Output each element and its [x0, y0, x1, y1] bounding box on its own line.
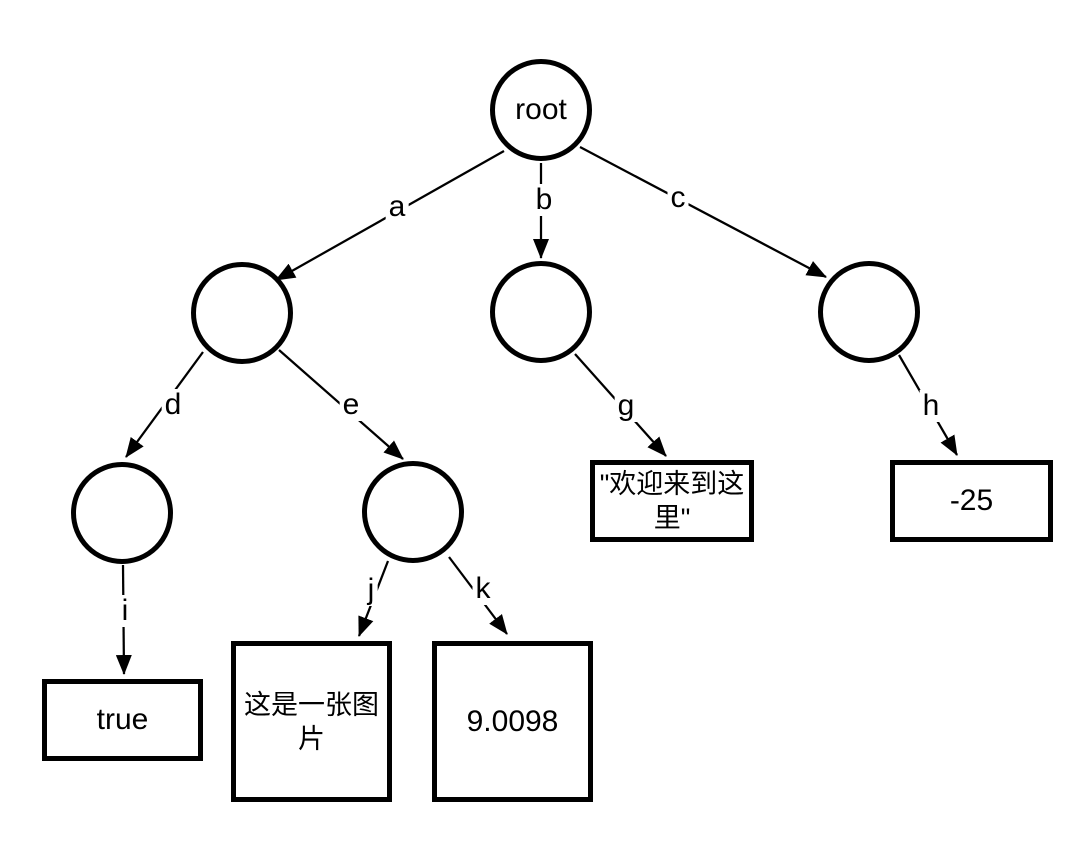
edge-label-k: k	[472, 573, 494, 605]
edge-label-d: d	[161, 389, 185, 421]
edge-label-e: e	[339, 389, 363, 421]
leaf-box-boolean: true	[42, 679, 203, 761]
internal-node-a	[191, 262, 293, 364]
leaf-box-image-text: 这是一张图片	[231, 641, 392, 802]
leaf-box-greeting: "欢迎来到这里"	[590, 460, 754, 542]
edge-label-b: b	[532, 184, 556, 216]
internal-node-b	[490, 261, 592, 363]
root-node: root	[490, 59, 592, 161]
leaf-value-greeting: "欢迎来到这里"	[599, 469, 745, 533]
edge-label-j: j	[364, 574, 378, 606]
edge-label-a: a	[385, 191, 409, 223]
internal-node-e	[362, 461, 464, 563]
leaf-box-negative-number: -25	[890, 460, 1053, 542]
root-node-label: root	[515, 93, 567, 126]
internal-node-c	[818, 261, 920, 363]
leaf-value-negative-number: -25	[949, 484, 994, 517]
leaf-value-boolean: true	[96, 703, 149, 736]
edge-label-g: g	[614, 390, 638, 422]
leaf-value-image-text: 这是一张图片	[244, 689, 379, 754]
edge-label-h: h	[919, 390, 943, 422]
leaf-box-number: 9.0098	[432, 641, 593, 802]
internal-node-d	[71, 462, 173, 564]
edge-label-c: c	[667, 182, 689, 214]
leaf-value-number: 9.0098	[466, 704, 559, 738]
edge-c-line	[579, 146, 827, 278]
edge-label-i: i	[118, 595, 132, 627]
